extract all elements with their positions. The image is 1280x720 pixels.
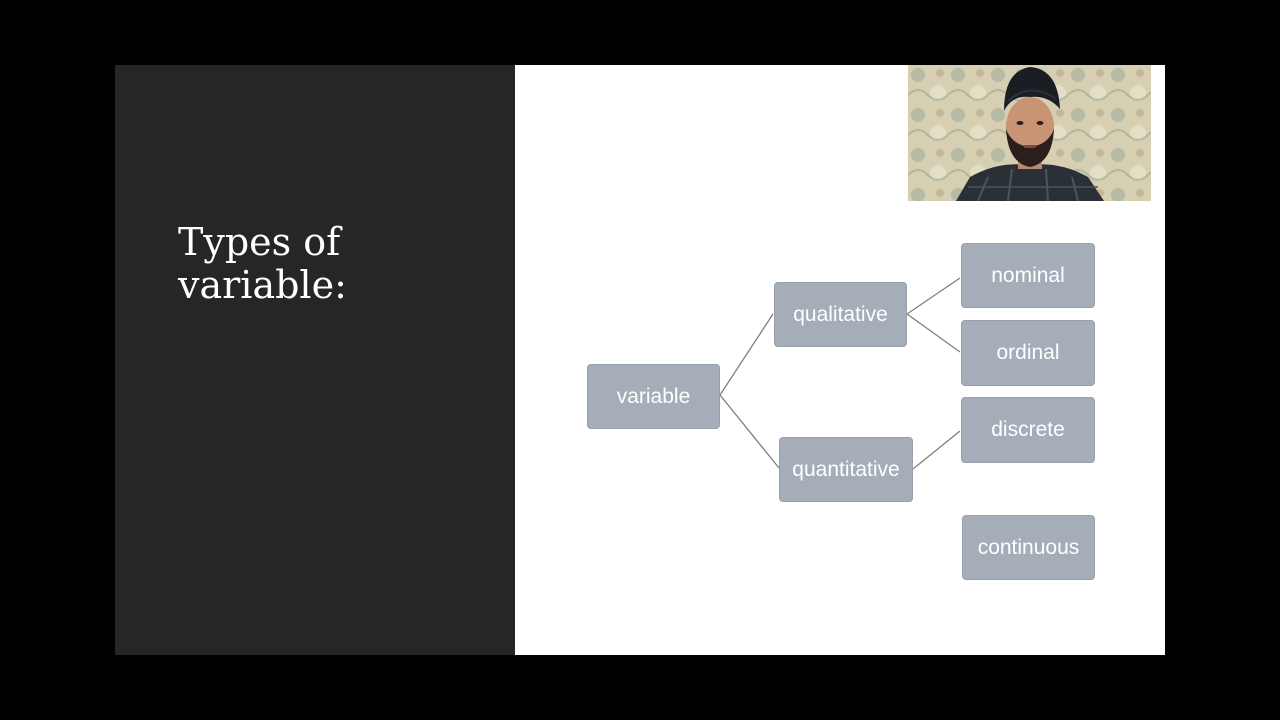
slide-title: Types of variable: <box>178 220 347 307</box>
connector-variable-quantitative <box>719 394 780 469</box>
diagram-connectors <box>719 277 961 470</box>
node-discrete: discrete <box>961 397 1095 463</box>
node-continuous: continuous <box>962 515 1095 580</box>
node-variable: variable <box>587 364 720 429</box>
node-quantitative: quantitative <box>779 437 913 502</box>
connector-qualitative-ordinal <box>906 313 961 353</box>
slide-right-panel: variable qualitative quantitative nomina… <box>515 65 1165 655</box>
connector-variable-qualitative <box>719 313 774 396</box>
presenter-webcam-icon <box>908 65 1151 201</box>
slide-left-panel: Types of variable: <box>115 65 515 655</box>
connector-qualitative-nominal <box>906 277 961 315</box>
presentation-slide: Types of variable: variable qualitative … <box>115 65 1165 655</box>
node-ordinal: ordinal <box>961 320 1095 386</box>
connector-quantitative-discrete <box>912 430 961 470</box>
node-nominal: nominal <box>961 243 1095 308</box>
node-qualitative: qualitative <box>774 282 907 347</box>
webcam-overlay <box>908 65 1151 201</box>
